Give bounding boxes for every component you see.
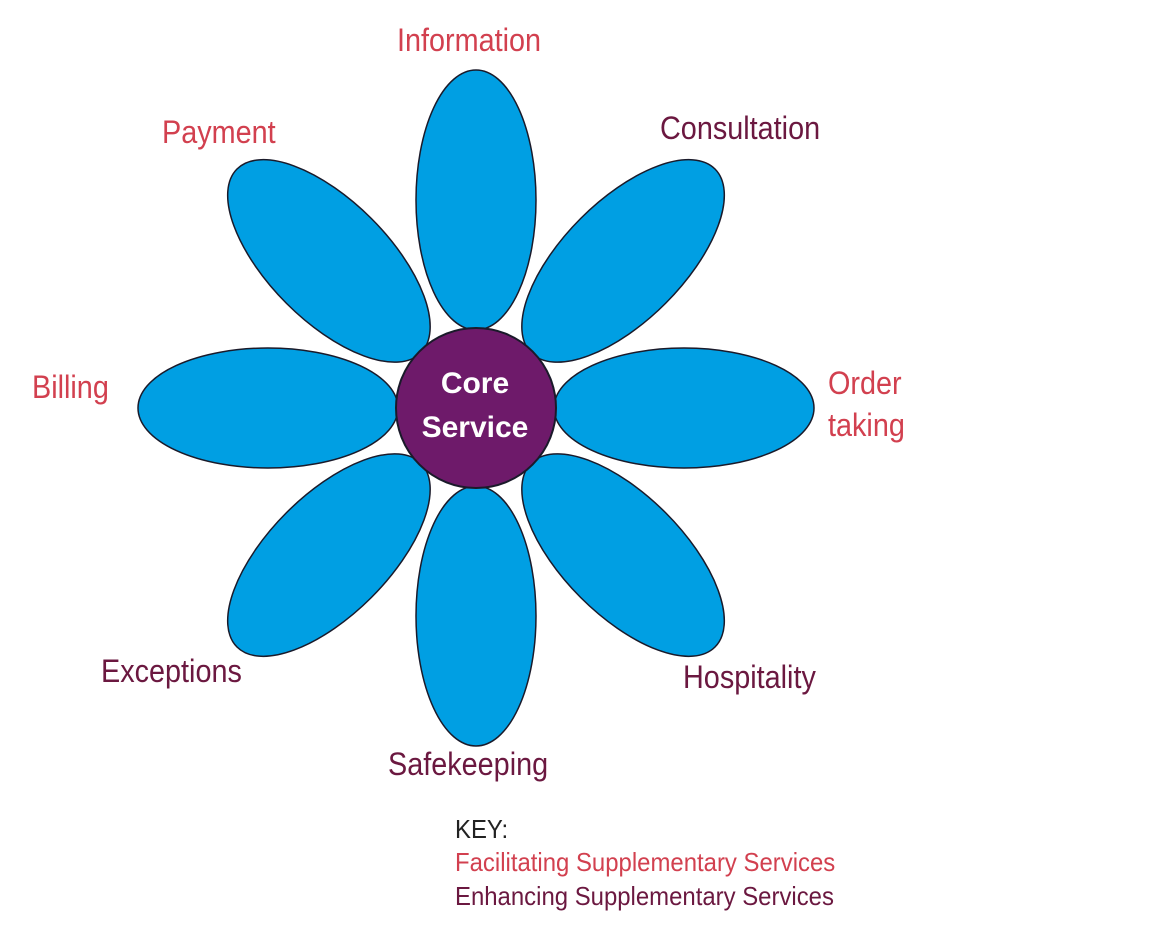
core-service-circle xyxy=(395,327,557,489)
petal-safekeeping xyxy=(415,485,537,747)
core-line1: Core xyxy=(440,367,510,400)
core-service-label: Core Service xyxy=(395,362,555,450)
label-hospitality: Hospitality xyxy=(683,659,816,695)
label-order-taking: Order taking xyxy=(828,362,905,446)
label-consultation: Consultation xyxy=(660,110,821,146)
label-payment: Payment xyxy=(162,114,276,150)
petal-information xyxy=(415,69,537,331)
label-safekeeping: Safekeeping xyxy=(388,746,549,782)
key-enhancing: Enhancing Supplementary Services xyxy=(455,881,834,911)
petal-billing xyxy=(137,347,399,469)
order-line1: Order xyxy=(828,365,902,401)
label-information: Information xyxy=(397,22,542,58)
petal-order-taking xyxy=(553,347,815,469)
order-line2: taking xyxy=(828,407,905,443)
key-title: KEY: xyxy=(455,814,509,844)
label-exceptions: Exceptions xyxy=(101,653,242,689)
key-facilitating: Facilitating Supplementary Services xyxy=(455,847,836,877)
label-billing: Billing xyxy=(32,369,109,405)
core-line2: Service xyxy=(421,411,529,444)
